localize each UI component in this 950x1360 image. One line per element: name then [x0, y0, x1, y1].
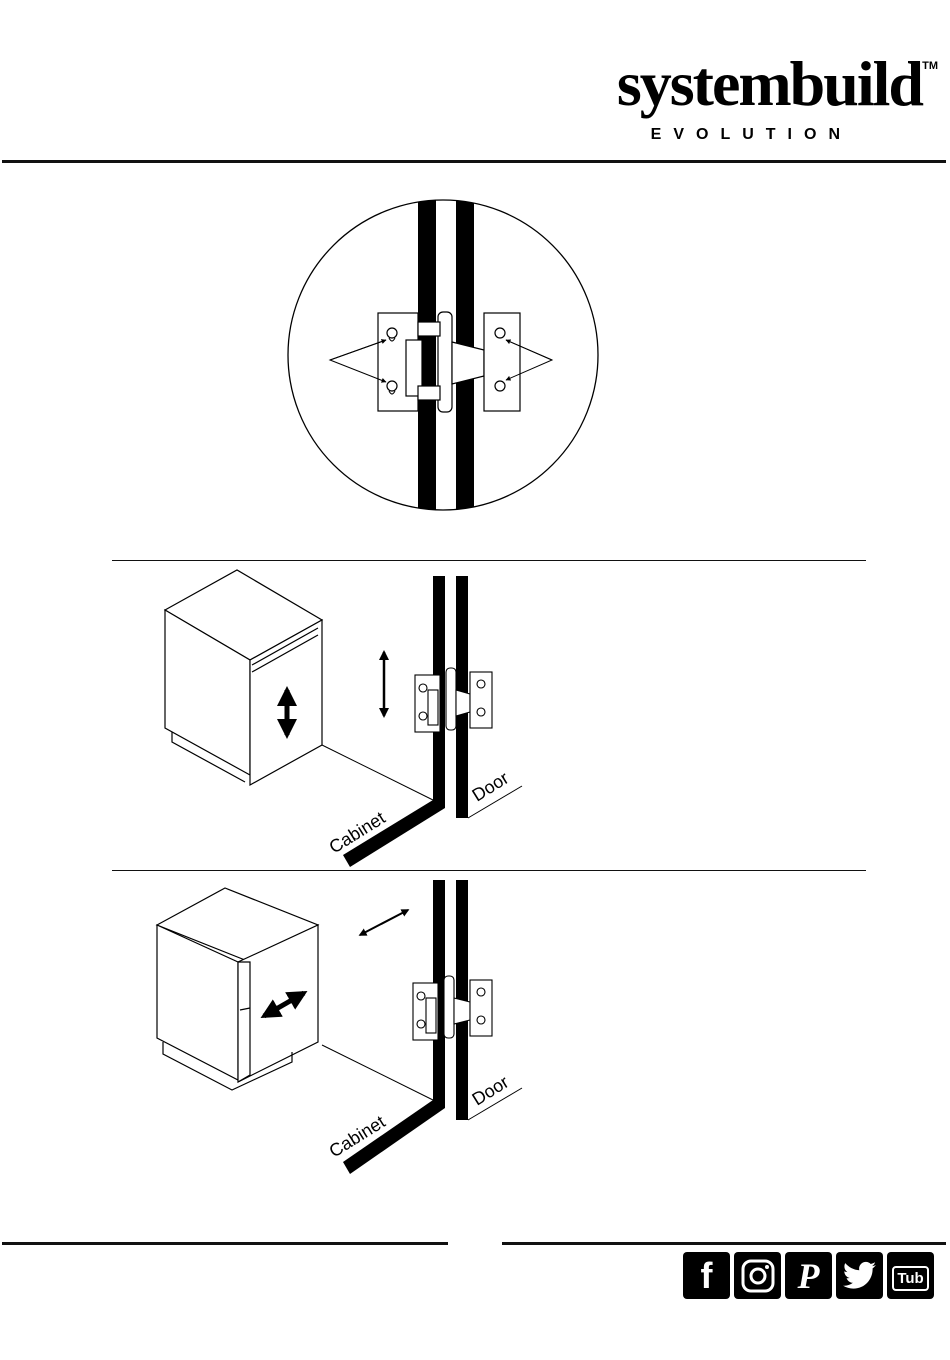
door-label: Door	[469, 1072, 513, 1110]
instagram-icon[interactable]	[734, 1252, 781, 1299]
step2-illustration: Cabinet Door	[165, 570, 522, 867]
door-label: Door	[469, 768, 513, 806]
facebook-icon[interactable]: f	[683, 1252, 730, 1299]
hinge-detail-circle	[288, 190, 598, 520]
cabinet-drawing-vertical	[165, 570, 322, 785]
hinge-leaf-left	[378, 313, 422, 411]
hinge-leaf-right	[484, 313, 520, 411]
cabinet-drawing-horizontal	[157, 888, 318, 1090]
youtube-icon[interactable]: Tub	[887, 1252, 934, 1299]
social-icons: f P Tub	[683, 1252, 934, 1299]
pinterest-icon[interactable]: P	[785, 1252, 832, 1299]
step3-illustration: Cabinet Door	[157, 880, 522, 1174]
hinge-small-2	[413, 976, 492, 1040]
hinge-small-1	[415, 668, 492, 732]
twitter-icon[interactable]	[836, 1252, 883, 1299]
